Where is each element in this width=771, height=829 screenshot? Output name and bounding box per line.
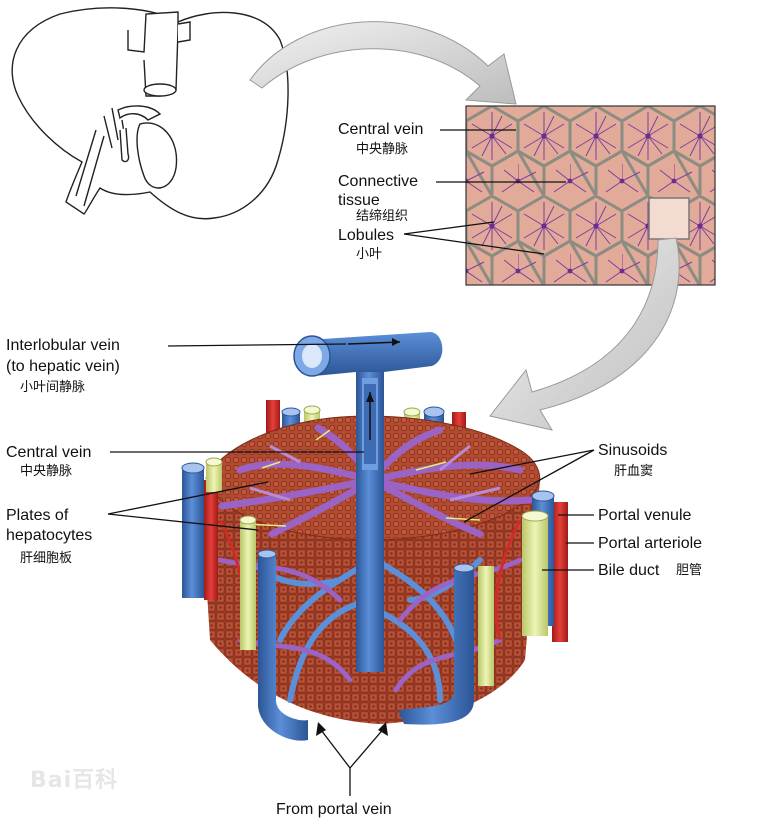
label-connective-tissue-2: tissue [338, 192, 380, 209]
label-interlobular-vein-2: (to hepatic vein) [6, 358, 120, 375]
label-central-vein-top: Central vein [338, 121, 424, 138]
label-from-portal-vein: From portal vein [276, 801, 392, 818]
leader-lines [107, 129, 595, 796]
label-plates-zh: 肝细胞板 [20, 551, 73, 566]
label-interlobular-vein-zh: 小叶间静脉 [20, 380, 86, 395]
label-interlobular-vein: Interlobular vein [6, 337, 120, 354]
zoom-arrow-lower [489, 237, 680, 431]
label-bile-duct-zh: 胆管 [676, 563, 703, 578]
label-central-vein: Central vein [6, 444, 92, 461]
label-sinusoids: Sinusoids [598, 442, 668, 459]
portal-arrowheads [316, 722, 388, 736]
watermark: Bai百科 [30, 768, 119, 793]
label-plates-of-hepatocytes: Plates of [6, 507, 69, 524]
label-portal-venule: Portal venule [598, 507, 692, 524]
lobule-block [181, 332, 568, 741]
label-connective-tissue: Connective [338, 173, 419, 190]
label-lobules: Lobules [338, 227, 395, 244]
label-portal-arteriole: Portal arteriole [598, 535, 703, 552]
label-central-vein-zh: 中央静脉 [20, 464, 73, 479]
liver-outline [11, 7, 289, 220]
label-connective-tissue-zh: 结缔组织 [356, 209, 409, 224]
zoom-arrow-top [249, 21, 517, 105]
lobule-tissue-panel [465, 105, 716, 286]
label-central-vein-top-zh: 中央静脉 [356, 142, 409, 157]
label-lobules-zh: 小叶 [356, 247, 383, 262]
label-sinusoids-zh: 肝血窦 [614, 464, 654, 479]
label-plates-of-hepatocytes-2: hepatocytes [6, 527, 93, 544]
label-bile-duct: Bile duct [598, 562, 660, 579]
